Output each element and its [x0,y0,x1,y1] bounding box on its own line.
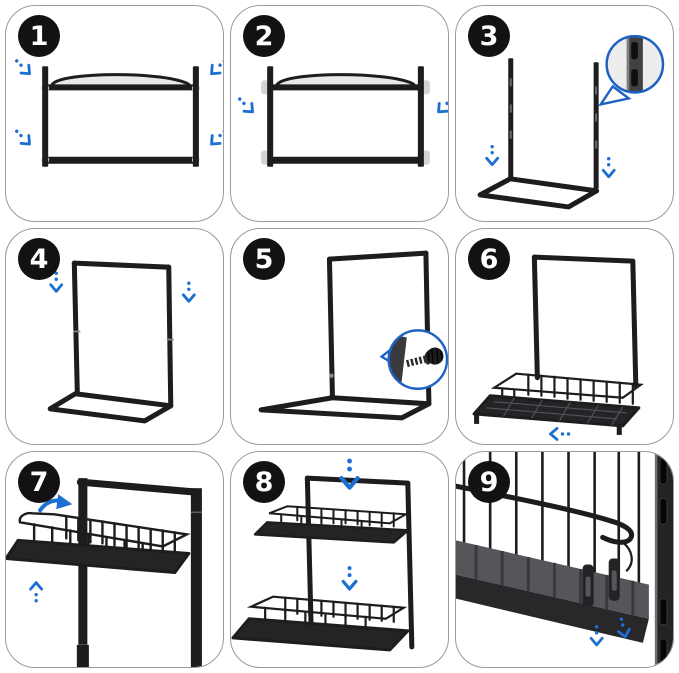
dashed-arrow-icon [29,581,44,603]
step-number-badge: 1 [18,15,60,57]
dashed-arrow-icon [15,129,31,146]
dashed-arrow-icon [181,281,196,303]
step-number-badge: 8 [243,461,285,503]
dashed-arrow-icon [15,59,31,76]
closeup-frame-with-shelf-drawing [6,478,202,667]
step-6-illustration [472,254,644,441]
dashed-arrow-icon [485,144,500,167]
step-9-illustration [456,452,673,667]
solid-curved-arrow-icon [38,494,73,513]
frame-with-basket-drawing [472,254,644,435]
posts-and-base-drawing [477,58,600,210]
top-frame-drawing [261,66,430,167]
step-panel-3: 3 [455,5,674,222]
hanging-hooks [582,558,620,607]
dashed-arrow-icon [601,157,616,179]
step-panel-9: 9 [455,451,674,668]
step-8-illustration [231,458,415,652]
lower-basket [246,595,408,630]
step-7-illustration [6,478,202,667]
step-5-illustration [258,250,448,421]
step-number-badge: 7 [18,461,60,503]
slotted-post [654,452,673,667]
slot-detail-callout [598,34,665,107]
step-number-badge: 2 [243,15,285,57]
step-3-illustration [477,34,665,210]
dashed-arrow-icon [437,101,448,114]
step-1-illustration [15,59,223,167]
step-4-illustration [47,260,196,424]
step-panel-8: 8 [230,451,449,668]
dashed-arrow-icon [210,129,223,146]
step-panel-2: 2 [230,5,449,222]
dashed-arrow-icon [339,458,360,490]
step-panel-6: 6 [455,228,674,445]
hook-closeup-drawing [456,452,673,667]
step-number-badge: 5 [243,238,285,280]
dashed-arrow-icon [341,566,358,591]
step-panel-1: 1 [5,5,224,222]
step-panel-4: 4 [5,228,224,445]
dashed-arrow-icon [617,617,631,639]
dashed-arrow-icon [238,97,254,114]
dashed-arrow-icon [589,625,604,647]
step-number-badge: 3 [468,15,510,57]
dashed-arrow-icon [49,271,64,293]
step-panel-5: 5 [230,228,449,445]
upright-frame-drawing [47,260,174,424]
dashed-arrow-icon [210,59,223,76]
top-frame-drawing [41,66,200,167]
step-number-badge: 6 [468,238,510,280]
dashed-arrow-icon [549,427,571,441]
step-panel-7: 7 [5,451,224,668]
upper-basket [268,505,410,533]
thumb-screw-callout [379,329,448,390]
step-number-badge: 4 [18,238,60,280]
wire-basket-rim [490,372,644,405]
two-tier-rack-drawing [231,475,415,652]
step-number-badge: 9 [468,461,510,503]
wire-basket-rim [18,511,191,561]
step-2-illustration [238,66,448,167]
